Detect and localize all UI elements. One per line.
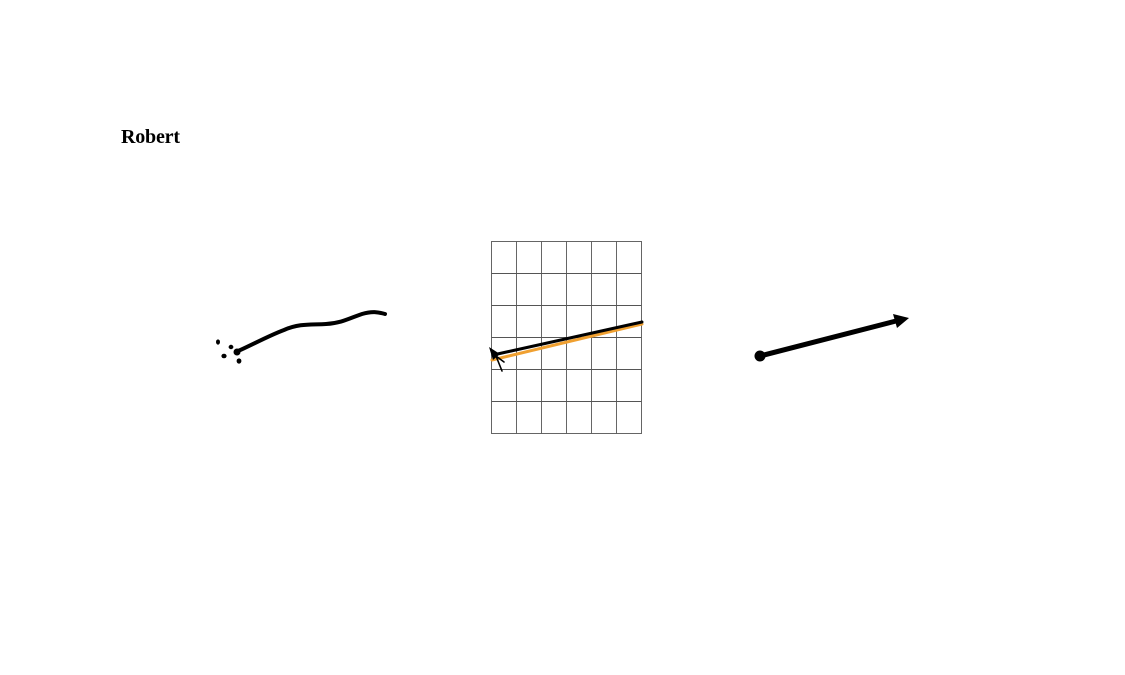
stroke-start-dot [233, 348, 241, 356]
straight-arrow-panel [754, 314, 909, 362]
trace-ink-line [491, 320, 644, 357]
scatter-dot [236, 358, 242, 364]
scatter-dot [216, 339, 220, 345]
arrow-origin-dot [754, 350, 766, 362]
trace-highlight-line [490, 322, 644, 362]
wavy-stroke [234, 310, 387, 354]
arrow-shaft [757, 318, 899, 359]
scatter-dot [221, 353, 227, 359]
grid-trace-panel [489, 241, 644, 434]
person-name-label: Robert [121, 126, 180, 148]
arrow-head [893, 314, 909, 328]
trace-arrowhead [489, 347, 500, 360]
freehand-scribble-panel [216, 310, 387, 364]
cursor-mark [495, 355, 505, 372]
scatter-dot [228, 344, 234, 350]
